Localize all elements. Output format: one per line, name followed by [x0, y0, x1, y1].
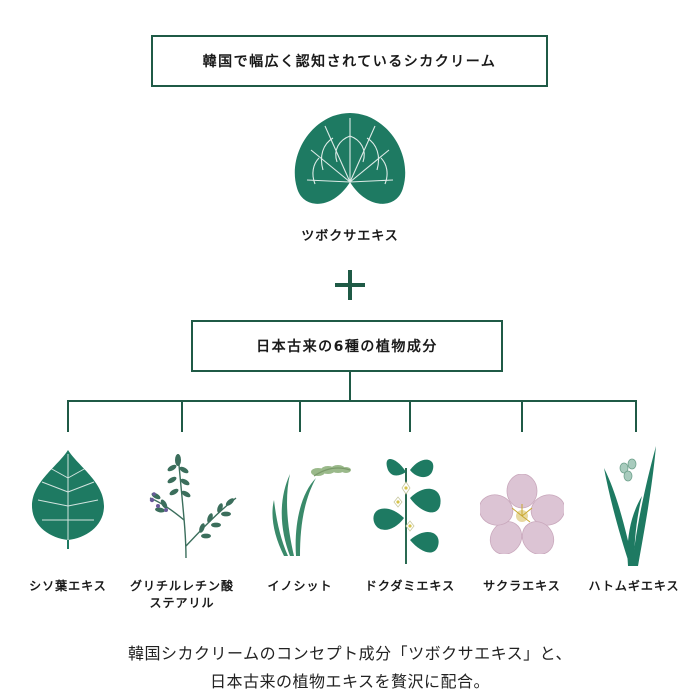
ingredient-label-shiso: シソ葉エキス: [29, 579, 107, 593]
shiso-leaf-icon: [32, 450, 104, 549]
header-box: 韓国で幅広く認知されているシカクリーム: [151, 35, 548, 87]
centella-leaf-icon: [294, 113, 406, 204]
sub-header-title: 日本古来の6種の植物成分: [256, 339, 438, 355]
sakura-flower-icon: [480, 474, 564, 554]
ingredient-label-dokudami: ドクダミエキス: [364, 579, 456, 593]
plus-icon: [335, 270, 365, 300]
dokudami-plant-icon: [373, 458, 441, 564]
ingredient-label-job-tears: ハトムギエキス: [588, 579, 680, 593]
job-tears-plant-icon: [604, 446, 656, 566]
caption-line-1: 韓国シカクリームのコンセプト成分「ツボクサエキス」と、: [128, 644, 572, 663]
caption-line-2: 日本古来の植物エキスを贅沢に配合。: [209, 672, 491, 691]
ingredient-label-licorice: グリチルレチン酸 ステアリル: [129, 579, 234, 610]
ingredient-label-sakura: サクラエキス: [483, 579, 561, 593]
ingredient-label-inositol: イノシット: [267, 579, 333, 593]
sub-header-box: 日本古来の6種の植物成分: [191, 320, 503, 372]
main-ingredient-label: ツボクサエキス: [301, 229, 399, 244]
licorice-plant-icon: [149, 453, 237, 559]
header-title: 韓国で幅広く認知されているシカクリーム: [202, 54, 497, 70]
rice-plant-icon: [272, 465, 351, 556]
